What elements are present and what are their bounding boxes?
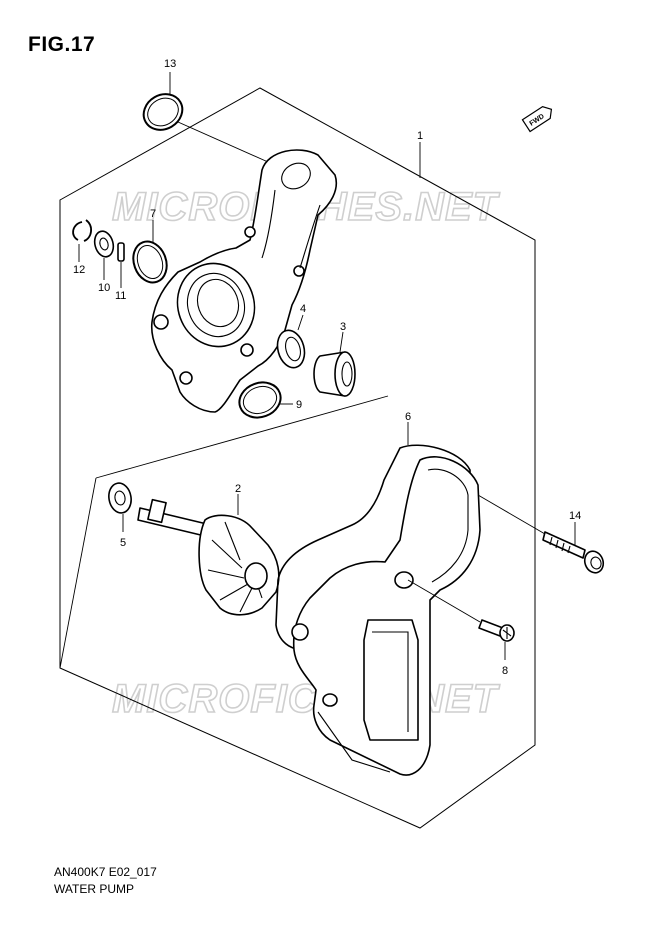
link-13-to-housing <box>177 121 269 163</box>
divider-line-lower <box>59 477 97 669</box>
part-14-bolt <box>477 494 605 574</box>
callout-1: 1 <box>417 130 423 142</box>
callout-11: 11 <box>115 290 126 302</box>
divider-line-upper <box>95 395 389 479</box>
part-9-o-ring <box>238 381 282 419</box>
part-12-circlip <box>72 219 92 242</box>
callout-4: 4 <box>300 303 306 315</box>
callout-5: 5 <box>120 537 126 549</box>
callout-13: 13 <box>164 58 176 70</box>
callout-2: 2 <box>235 483 241 495</box>
part-7-o-ring <box>132 240 168 284</box>
part-5-washer <box>108 482 132 514</box>
figure-caption: WATER PUMP <box>54 882 134 896</box>
callout-14: 14 <box>569 510 581 522</box>
figure-title: FIG.17 <box>28 33 96 56</box>
part-4-seal <box>276 329 306 369</box>
callout-12: 12 <box>73 264 85 276</box>
callout-9: 9 <box>296 399 302 411</box>
part-11-pin <box>117 242 125 262</box>
callout-7: 7 <box>150 208 156 220</box>
callout-6: 6 <box>405 411 411 423</box>
figure-code: AN400K7 E02_017 <box>54 865 157 879</box>
callout-8: 8 <box>502 665 508 677</box>
part-3-mechanical-seal <box>313 351 356 397</box>
pump-cover <box>291 456 481 776</box>
pump-housing-upper <box>150 149 337 413</box>
fwd-direction-icon: FWD <box>521 106 553 133</box>
watermark-bottom: MICROFICHES.NET <box>112 677 501 721</box>
callout-3: 3 <box>340 321 346 333</box>
part-13-o-ring <box>142 93 184 131</box>
part-10-gear <box>93 230 115 258</box>
part-2-impeller-shaft <box>137 498 280 616</box>
leader-3 <box>339 331 344 353</box>
callout-10: 10 <box>98 282 110 294</box>
part-8-screw <box>407 579 515 642</box>
leader-4 <box>297 314 304 331</box>
